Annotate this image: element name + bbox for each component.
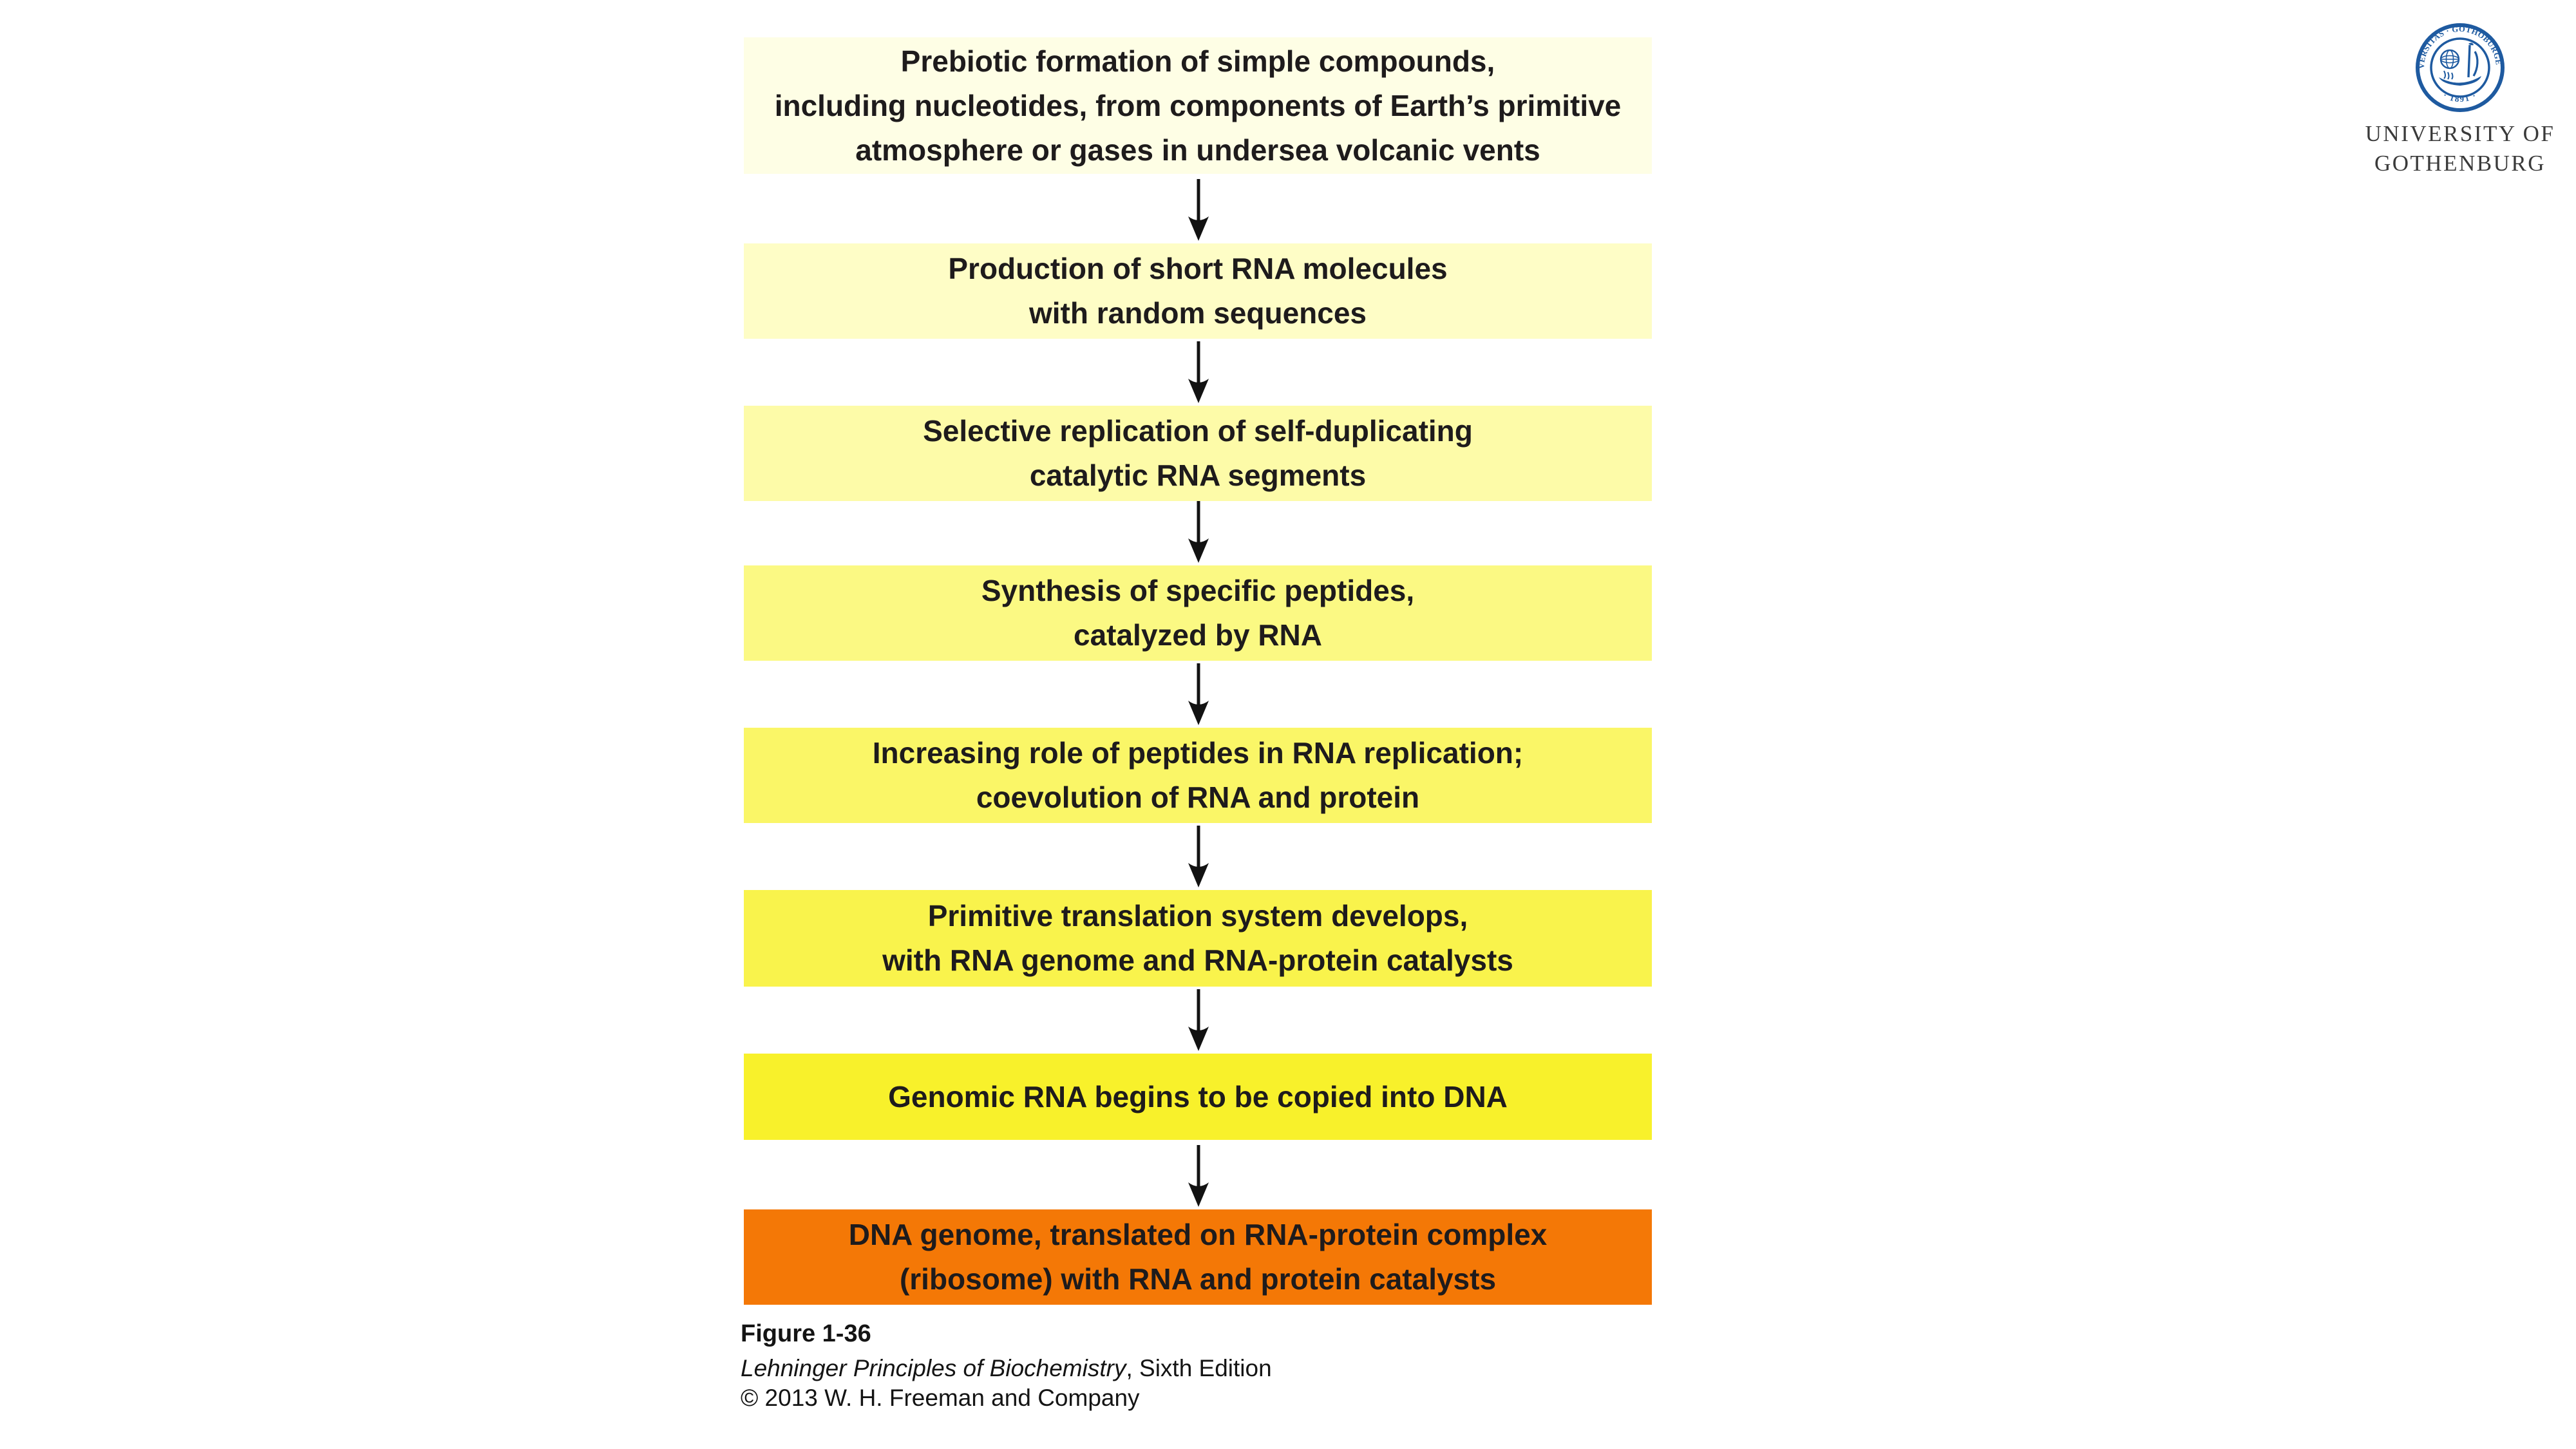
down-arrow-icon xyxy=(1186,989,1211,1051)
flow-step-8-label: DNA genome, translated on RNA-protein co… xyxy=(848,1218,1548,1296)
book-reference: Lehninger Principles of Biochemistry, Si… xyxy=(741,1354,1272,1383)
flow-step-1: Prebiotic formation of simple compounds,… xyxy=(744,37,1652,174)
figure-caption: Figure 1-36 Lehninger Principles of Bioc… xyxy=(741,1319,1272,1413)
flow-step-5-label: Increasing role of peptides in RNA repli… xyxy=(872,736,1524,814)
university-wordmark: UNIVERSITY OF GOTHENBURG xyxy=(2351,119,2570,178)
flow-step-4-label: Synthesis of specific peptides, catalyze… xyxy=(981,574,1415,652)
svg-text:· 1891 ·: · 1891 · xyxy=(2441,90,2478,104)
copyright-line: © 2013 W. H. Freeman and Company xyxy=(741,1385,1140,1411)
flow-step-7-label: Genomic RNA begins to be copied into DNA xyxy=(888,1079,1508,1113)
flow-step-2-label: Production of short RNA molecules with r… xyxy=(948,252,1448,330)
university-name-line2: GOTHENBURG xyxy=(2374,151,2546,176)
book-title: Lehninger Principles of Biochemistry xyxy=(741,1355,1126,1381)
flow-step-1-label: Prebiotic formation of simple compounds,… xyxy=(774,44,1622,167)
flow-step-4: Synthesis of specific peptides, catalyze… xyxy=(744,565,1652,661)
down-arrow-icon xyxy=(1186,179,1211,241)
university-name-line1: UNIVERSITY OF xyxy=(2365,121,2555,146)
figure-number: Figure 1-36 xyxy=(741,1320,871,1347)
down-arrow-icon xyxy=(1186,1145,1211,1207)
university-seal-icon: UNIVERSITAS · GOTHOBURGENSIS · 1891 · xyxy=(2413,21,2505,112)
flow-step-6-label: Primitive translation system develops, w… xyxy=(882,899,1513,977)
flow-step-5: Increasing role of peptides in RNA repli… xyxy=(744,728,1652,823)
flow-step-3-label: Selective replication of self-duplicatin… xyxy=(923,414,1473,492)
flow-step-2: Production of short RNA molecules with r… xyxy=(744,243,1652,339)
flow-step-3: Selective replication of self-duplicatin… xyxy=(744,406,1652,501)
flow-step-6: Primitive translation system develops, w… xyxy=(744,890,1652,987)
book-edition: , Sixth Edition xyxy=(1126,1355,1272,1381)
down-arrow-icon xyxy=(1186,826,1211,887)
flow-step-8: DNA genome, translated on RNA-protein co… xyxy=(744,1209,1652,1305)
down-arrow-icon xyxy=(1186,501,1211,563)
down-arrow-icon xyxy=(1186,341,1211,403)
flow-step-7: Genomic RNA begins to be copied into DNA xyxy=(744,1054,1652,1140)
down-arrow-icon xyxy=(1186,663,1211,725)
